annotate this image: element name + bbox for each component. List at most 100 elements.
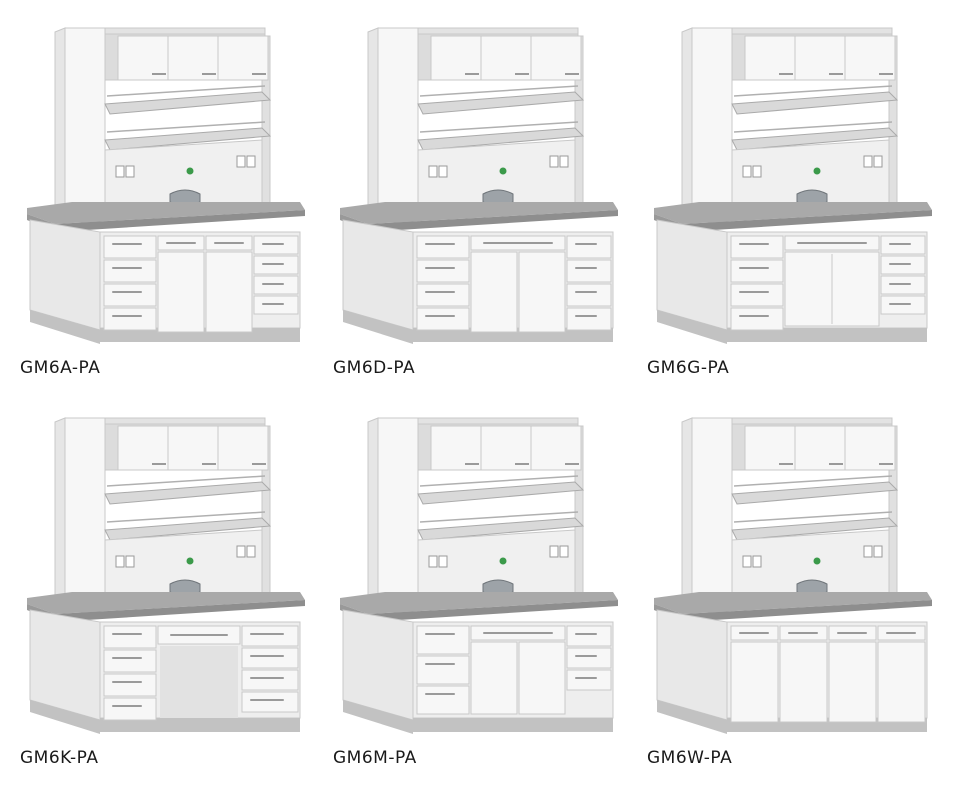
drawer-handle xyxy=(575,267,597,269)
shelf-rail xyxy=(419,121,579,133)
knee-space xyxy=(160,646,238,718)
upright-column-side xyxy=(367,27,379,223)
upright-column xyxy=(691,27,733,223)
lab-bench-illustration xyxy=(27,27,305,344)
drawer-handle xyxy=(575,655,597,657)
shelf-rail xyxy=(733,475,893,487)
worktop-surface xyxy=(654,202,932,224)
wall-cabinet-door xyxy=(480,35,532,81)
drawer-handle xyxy=(262,243,284,245)
wall-cabinet-door xyxy=(217,35,269,81)
base-plinth xyxy=(413,718,613,732)
drawer-handle xyxy=(166,242,196,244)
drawer xyxy=(241,691,299,713)
drawer-handle xyxy=(575,315,597,317)
drawer xyxy=(416,655,470,685)
wall-cabinet-door xyxy=(530,425,582,471)
wall-cabinet-handle xyxy=(202,73,216,75)
drawer-handle xyxy=(112,633,142,635)
electrical-outlet xyxy=(863,155,873,168)
product-model-label: GM6D-PA xyxy=(333,358,416,378)
wall-cabinet-handle xyxy=(565,73,579,75)
drawer xyxy=(241,625,299,647)
drawer-handle xyxy=(837,632,867,634)
drawer xyxy=(416,685,470,715)
wall-cabinet-handle xyxy=(252,463,266,465)
reagent-shelf xyxy=(104,91,272,115)
drawer xyxy=(730,307,784,331)
shelf-rail xyxy=(106,85,266,97)
lab-bench-illustration xyxy=(654,417,932,734)
cabinet-door xyxy=(828,641,877,723)
drawer-handle xyxy=(739,267,769,269)
electrical-outlet xyxy=(246,545,256,558)
upright-column-side xyxy=(681,27,693,223)
drawer-handle xyxy=(425,663,455,665)
base-side-plinth xyxy=(343,700,413,734)
reagent-shelf xyxy=(104,481,272,505)
drawer xyxy=(416,235,470,259)
upright-column xyxy=(64,417,106,613)
drawer-handle xyxy=(425,315,455,317)
shelf-rail xyxy=(419,85,579,97)
drawer-handle xyxy=(797,242,867,244)
reagent-shelf xyxy=(417,91,585,115)
reagent-shelf xyxy=(731,481,899,505)
drawer xyxy=(730,259,784,283)
drawer xyxy=(103,235,157,259)
cabinet-door xyxy=(470,251,518,333)
drawer xyxy=(566,647,612,669)
drawer xyxy=(730,283,784,307)
worktop-edge xyxy=(682,210,932,232)
wall-cabinet-door xyxy=(117,425,169,471)
electrical-outlet xyxy=(752,165,762,178)
wall-cabinet-handle xyxy=(152,463,166,465)
drawer xyxy=(566,235,612,259)
cabinet-door xyxy=(779,641,828,723)
electrical-outlet xyxy=(549,545,559,558)
drawer-handle xyxy=(889,303,911,305)
electrical-outlet xyxy=(125,165,135,178)
cabinet-door xyxy=(877,641,926,723)
wall-cabinet-handle xyxy=(152,73,166,75)
wall-cabinet-handle xyxy=(879,463,893,465)
electrical-outlet xyxy=(742,165,752,178)
product-model-label: GM6G-PA xyxy=(647,358,730,378)
electrical-outlet xyxy=(115,165,125,178)
drawer-handle xyxy=(250,633,284,635)
wall-cabinet-door xyxy=(167,425,219,471)
worktop-surface xyxy=(27,202,305,224)
worktop-edge xyxy=(368,210,618,232)
product-model-label: GM6W-PA xyxy=(647,748,733,768)
base-side-plinth xyxy=(30,310,100,344)
product-model-label: GM6M-PA xyxy=(333,748,417,768)
upright-column xyxy=(377,417,419,613)
drawer xyxy=(566,283,612,307)
upright-column xyxy=(377,27,419,223)
drawer-handle xyxy=(170,634,228,636)
worktop-edge xyxy=(368,600,618,622)
upright-column-side xyxy=(367,417,379,613)
worktop-edge xyxy=(55,600,305,622)
drawer-handle xyxy=(575,677,597,679)
electrical-outlet xyxy=(125,555,135,568)
wall-cabinet-handle xyxy=(565,463,579,465)
drawer-handle xyxy=(250,677,284,679)
wall-cabinet-handle xyxy=(779,73,793,75)
electrical-outlet xyxy=(559,545,569,558)
drawer xyxy=(103,673,157,697)
base-side-plinth xyxy=(343,310,413,344)
product-card: GM6K-PA xyxy=(0,390,313,780)
drawer-handle xyxy=(112,267,142,269)
drawer-handle xyxy=(112,681,142,683)
electrical-outlet xyxy=(752,555,762,568)
wall-cabinet-door xyxy=(480,425,532,471)
wall-cabinet-handle xyxy=(829,73,843,75)
drawer xyxy=(566,669,612,691)
drawer-handle xyxy=(739,243,769,245)
drawer xyxy=(566,307,612,331)
worktop-surface xyxy=(654,592,932,614)
drawer-handle xyxy=(739,632,769,634)
drawer-handle xyxy=(250,655,284,657)
wall-cabinet-door xyxy=(430,35,482,81)
